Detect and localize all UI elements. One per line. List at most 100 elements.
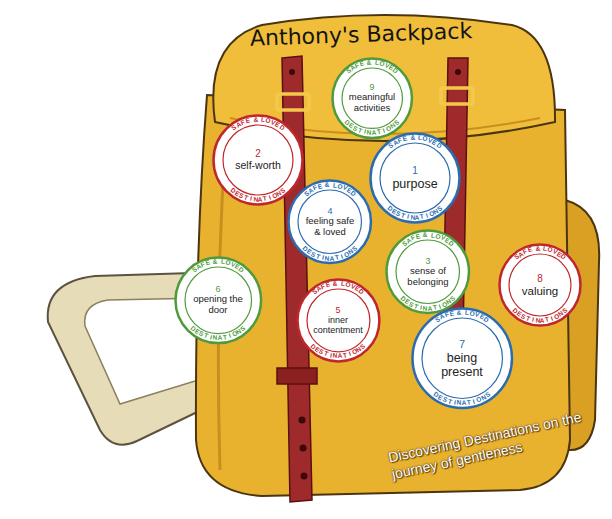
destination-badge: 9meaningful activitiesSAFE & LOVEDDESTIN… (331, 57, 413, 139)
ring-letter: & (367, 59, 372, 66)
badge-name: meaningful activities (349, 93, 396, 114)
ring-letter (428, 232, 430, 239)
ring-letter: I (249, 196, 252, 203)
badge-inner-ring (298, 190, 361, 253)
ring-letter: T (400, 212, 406, 219)
badge-outer-ring (371, 134, 460, 223)
ring-letter: A (428, 305, 433, 312)
ring-letter (415, 135, 417, 142)
badge-outer-ring (412, 308, 511, 407)
ring-letter (330, 182, 332, 189)
badge-ring-bottom: DESTINATIONS (411, 307, 513, 409)
ring-letter: I (419, 305, 422, 312)
badge-ring-top: SAFE & LOVED (411, 307, 513, 409)
badge-number: 6 (191, 284, 245, 294)
destination-badge: 1purposeSAFE & LOVEDDESTINATIONS (369, 132, 461, 224)
ring-letter: E (205, 259, 211, 266)
ring-letter: T (263, 196, 268, 203)
ring-letter: I (363, 129, 366, 136)
ring-letter: N (535, 318, 540, 325)
ring-letter: T (377, 129, 382, 136)
ring-letter: D (238, 266, 246, 274)
ring-letter: I (209, 334, 212, 341)
ring-letter: N (213, 335, 218, 342)
strap-hole-dot (455, 69, 461, 75)
ring-letter: & (325, 182, 330, 189)
left-strap (282, 56, 312, 502)
ring-letter: L (418, 135, 423, 142)
ring-letter: T (357, 127, 363, 134)
badge-outer-ring (297, 279, 379, 361)
ring-letter: T (203, 333, 209, 340)
badge-name: valuing (522, 284, 558, 297)
badge-name: sense of belonging (403, 267, 453, 288)
badge-name: self-worth (235, 160, 281, 172)
destination-badge: 2self-worthSAFE & LOVEDDESTINATIONS (212, 114, 304, 206)
ring-letter: T (223, 334, 228, 341)
badge-content: 7being present (430, 338, 495, 379)
strap-hole-dot (289, 69, 295, 75)
badge-name: opening the door (191, 295, 245, 316)
badge-content: 4feeling safe & loved (305, 206, 355, 238)
backpack-flap (213, 15, 555, 141)
badge-number: 5 (313, 305, 363, 315)
ring-letter: N (410, 215, 415, 222)
ring-letter (210, 259, 213, 266)
ring-letter: E (317, 183, 323, 190)
badge-ring-bottom: DESTINATIONS (212, 114, 304, 206)
ring-letter (218, 258, 220, 265)
badge-name: purpose (392, 177, 437, 191)
ring-letter: & (423, 232, 428, 239)
ring-letter: E (359, 60, 365, 67)
destination-badge: 6opening the doorSAFE & LOVEDDESTINATION… (174, 256, 263, 345)
ring-letter: & (410, 135, 415, 142)
ring-letter (258, 117, 260, 124)
badge-inner-ring (422, 318, 502, 398)
strap-hole-dot (301, 473, 308, 480)
ring-letter: & (535, 246, 540, 253)
ring-letter: A (372, 130, 377, 137)
ring-letter: L (465, 310, 470, 317)
badge-inner-ring (223, 125, 293, 195)
ring-letter: L (261, 117, 266, 124)
badge-content: 8valuing (522, 273, 558, 297)
badge-inner-ring (396, 240, 459, 303)
ring-letter: I (453, 399, 456, 406)
ring-letter: T (413, 303, 419, 310)
ring-letter (250, 117, 253, 124)
badge-inner-ring (307, 289, 370, 352)
badge-ring-top: SAFE & LOVED (331, 57, 413, 139)
ring-letter: T (447, 398, 453, 405)
ring-letter: I (321, 255, 324, 262)
badge-outer-ring (214, 116, 303, 205)
badge-ring-bottom: DESTINATIONS (296, 278, 381, 363)
ring-letter: D (559, 253, 567, 261)
ring-letter: & (333, 280, 338, 287)
ring-letter: T (335, 254, 340, 261)
ring-letter (364, 60, 367, 67)
badge-number: 4 (305, 206, 355, 216)
badge-number: 2 (235, 148, 281, 160)
ring-letter (322, 182, 325, 189)
badge-ring-top: SAFE & LOVED (385, 229, 470, 314)
badge-ring-bottom: DESTINATIONS (385, 229, 470, 314)
badge-content: 2self-worth (235, 148, 281, 171)
ring-letter (372, 59, 374, 66)
strap-hole-dot (300, 445, 307, 452)
badge-content: 9meaningful activities (349, 82, 396, 114)
destination-badge: 3sense of belongingSAFE & LOVEDDESTINATI… (385, 229, 470, 314)
badge-ring-bottom: DESTINATIONS (287, 179, 372, 264)
ring-letter: I (531, 317, 534, 324)
ring-letter (338, 280, 340, 287)
badge-inner-ring (342, 68, 402, 128)
badge-number: 1 (392, 165, 437, 177)
strap-hole-dot (299, 417, 306, 424)
badge-inner-ring (380, 143, 450, 213)
ring-letter: A (338, 353, 343, 360)
ring-letter: A (540, 318, 545, 325)
badge-name: feeling safe & loved (305, 217, 355, 238)
badge-ring-top: SAFE & LOVED (498, 243, 582, 327)
badge-content: 1purpose (392, 165, 437, 191)
ring-letter: T (420, 214, 425, 221)
ring-letter (462, 309, 464, 316)
